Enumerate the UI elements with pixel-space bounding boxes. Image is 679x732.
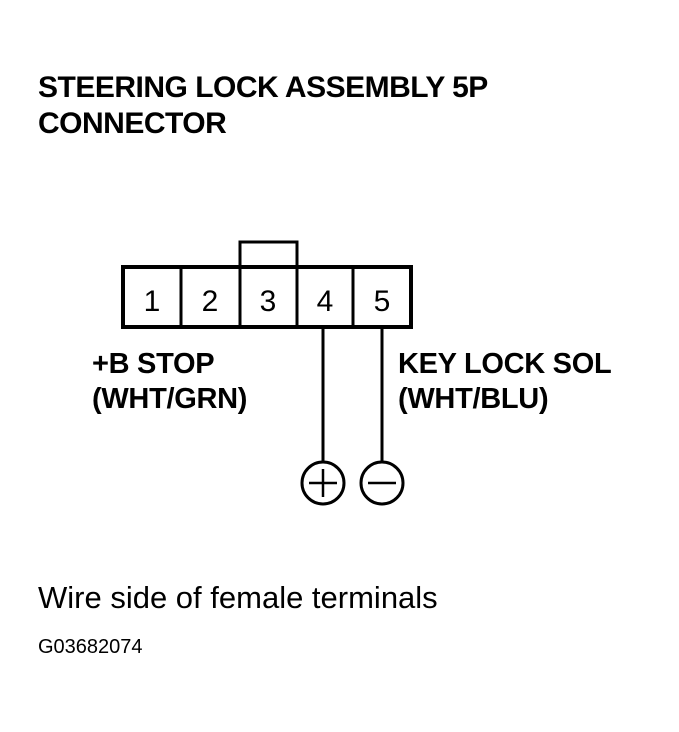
pin-label-2: 2 [202, 285, 219, 318]
connector-body [121, 265, 413, 329]
connector-lock-tab [238, 240, 299, 269]
pin-label-1: 1 [144, 285, 161, 318]
minus-terminal-icon [359, 460, 405, 506]
pin-4-wire-color: (WHT/GRN) [92, 383, 248, 415]
pin-label-3: 3 [260, 285, 277, 318]
plus-terminal-icon [300, 460, 346, 506]
title-line-1: STEERING LOCK ASSEMBLY 5P [38, 71, 488, 104]
diagram-title: STEERING LOCK ASSEMBLY 5P CONNECTOR [38, 70, 488, 142]
pin-label-5: 5 [374, 285, 391, 318]
pin-label-4: 4 [317, 285, 334, 318]
pin-4-function: +B STOP [92, 348, 215, 380]
pin-5-function: KEY LOCK SOL [398, 348, 612, 380]
title-line-2: CONNECTOR [38, 107, 227, 140]
pin-5-label: KEY LOCK SOL (WHT/BLU) [398, 347, 612, 417]
pin-4-label: +B STOP (WHT/GRN) [92, 347, 247, 417]
figure-id: G03682074 [38, 636, 143, 658]
view-caption: Wire side of female terminals [38, 580, 438, 615]
pin-5-wire-color: (WHT/BLU) [398, 383, 549, 415]
